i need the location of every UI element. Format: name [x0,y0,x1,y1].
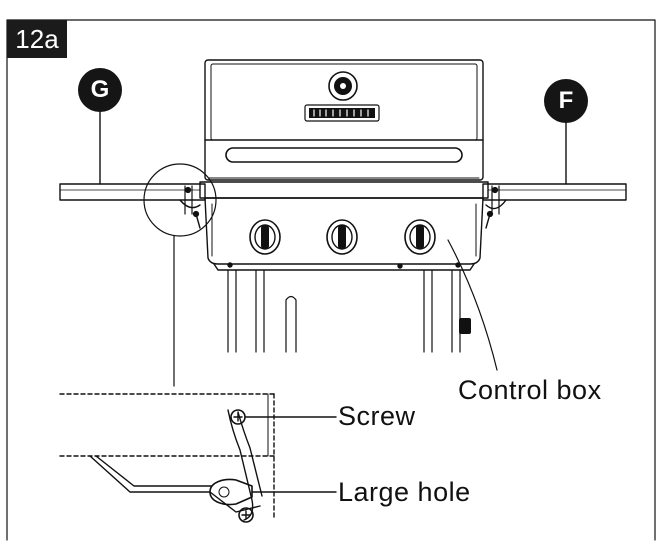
lid-handle [225,147,463,163]
thermometer-gauge [328,71,358,101]
grill-lid [204,59,484,181]
label-screw: Screw [338,401,416,431]
detail-callout-circle [143,163,217,237]
part-badge-f: F [544,79,588,123]
step-number-tag: 12a [7,20,67,58]
control-knob-middle [326,219,358,255]
brand-plate [304,104,380,122]
leader-control-box [447,239,498,371]
side-shelf-right [482,183,627,229]
label-control-box: Control box [458,375,602,405]
part-badge-g: G [78,68,122,112]
cart-frame [227,269,471,353]
control-box [199,181,489,271]
control-knob-right [404,219,436,255]
side-shelf-left [59,183,206,229]
detail-inset [59,393,337,523]
frame-border [6,19,656,541]
detail-large-hole [209,478,253,506]
control-knob-left [249,219,281,255]
label-large-hole: Large hole [338,477,471,507]
detail-bottom-screw [238,507,254,523]
